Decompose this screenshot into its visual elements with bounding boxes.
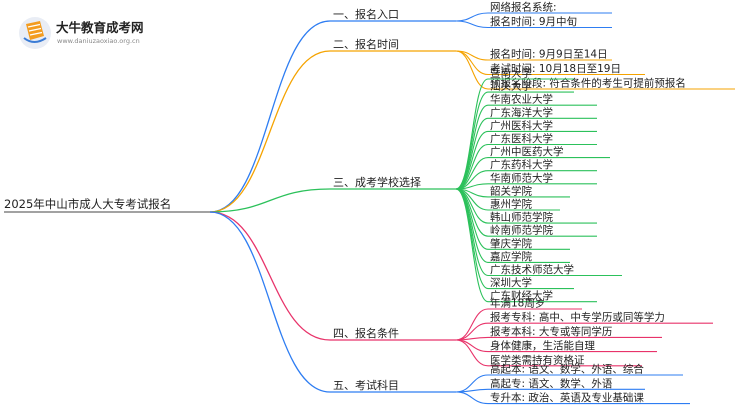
leaf-label: 身体健康，生活能自理 [490, 339, 595, 352]
branch-label: 一、报名入口 [333, 7, 399, 21]
leaf-label: 广东药科大学 [490, 158, 553, 171]
leaf-label: 报考本科: 大专或等同学历 [490, 325, 612, 338]
branch-connector [209, 211, 331, 393]
leaf-connector [455, 104, 489, 190]
leaf-label: 韩山师范学院 [490, 211, 553, 224]
leaf-label: 广东财经大学 [490, 289, 553, 302]
leaf-label: 华南农业大学 [490, 93, 553, 106]
leaf-connector [455, 188, 489, 290]
branch-connector [209, 211, 331, 341]
leaf-label: 报名时间: 9月9日至14日 [490, 48, 608, 61]
leaf-label: 肇庆学院 [490, 237, 532, 250]
branch-label: 四、报名条件 [333, 326, 399, 340]
branch-connector [209, 20, 331, 213]
leaf-label: 报名时间: 9月中旬 [490, 15, 577, 28]
leaf-label: 年满18周岁 [490, 297, 545, 310]
leaf-connector [455, 308, 489, 341]
leaf-label: 岭南师范学院 [490, 224, 553, 237]
leaf-connector [455, 339, 489, 367]
leaf-label: 广东技术师范大学 [490, 263, 574, 276]
leaf-label: 报考专科: 高中、中专学历或同等学力 [490, 311, 665, 324]
root-topic: 2025年中山市成人大专考试报名 [4, 197, 171, 211]
leaf-label: 汕头大学 [490, 80, 532, 93]
leaf-connector [455, 188, 489, 277]
leaf-label: 深圳大学 [490, 276, 532, 289]
logo-url: www.daniuzaoxiao.org.cn [57, 37, 140, 45]
branch-label: 五、考试科目 [333, 378, 399, 392]
leaf-connector [455, 339, 489, 353]
leaf-connector [455, 50, 489, 90]
leaf-label: 惠州学院 [490, 198, 532, 211]
leaf-connector [455, 391, 489, 405]
leaf-connector [455, 188, 489, 303]
branch-connector [209, 50, 331, 213]
leaf-label: 广东海洋大学 [490, 106, 553, 119]
leaf-label: 嘉应学院 [490, 250, 532, 263]
branch-label: 二、报名时间 [333, 37, 399, 51]
leaf-connector [455, 12, 489, 22]
logo: 大牛教育成考网 www.daniuzaoxiao.org.cn [19, 17, 144, 49]
leaf-label: 暨南大学 [490, 67, 532, 80]
leaf-label: 广东医科大学 [490, 132, 553, 145]
leaf-label: 医学类需持有资格证 [490, 353, 585, 366]
leaf-label: 高起本: 语文、数学、外语、综合 [490, 363, 644, 376]
leaf-label: 网络报名系统: [490, 1, 557, 14]
leaf-label: 广州医科大学 [490, 119, 553, 132]
branch-connector [209, 188, 331, 213]
logo-book-icon [19, 17, 51, 49]
leaf-label: 高起专: 语文、数学、外语 [490, 377, 613, 390]
branch-label: 三、成考学校选择 [333, 175, 421, 189]
leaf-label: 考试时间: 10月18日至19日 [490, 62, 621, 75]
leaf-connector [455, 117, 489, 190]
leaf-connector [455, 388, 489, 393]
branch-3: 三、成考学校选择 暨南大学汕头大学华南农业大学广东海洋大学广州医科大学广东医科大学… [209, 67, 622, 303]
leaf-label: 专升本: 政治、英语及专业基础课 [490, 391, 644, 404]
leaf-label: 韶关学院 [490, 184, 532, 197]
leaf-connector [455, 143, 489, 190]
leaf-label: 预报名阶段: 符合条件的考生可提前预报名 [490, 77, 686, 90]
leaf-connector [455, 20, 489, 29]
logo-title: 大牛教育成考网 [56, 20, 144, 35]
leaf-label: 华南师范大学 [490, 171, 553, 184]
branch-1: 一、报名入口 网络报名系统:报名时间: 9月中旬 [209, 1, 612, 213]
leaf-label: 广州中医药大学 [490, 145, 564, 158]
